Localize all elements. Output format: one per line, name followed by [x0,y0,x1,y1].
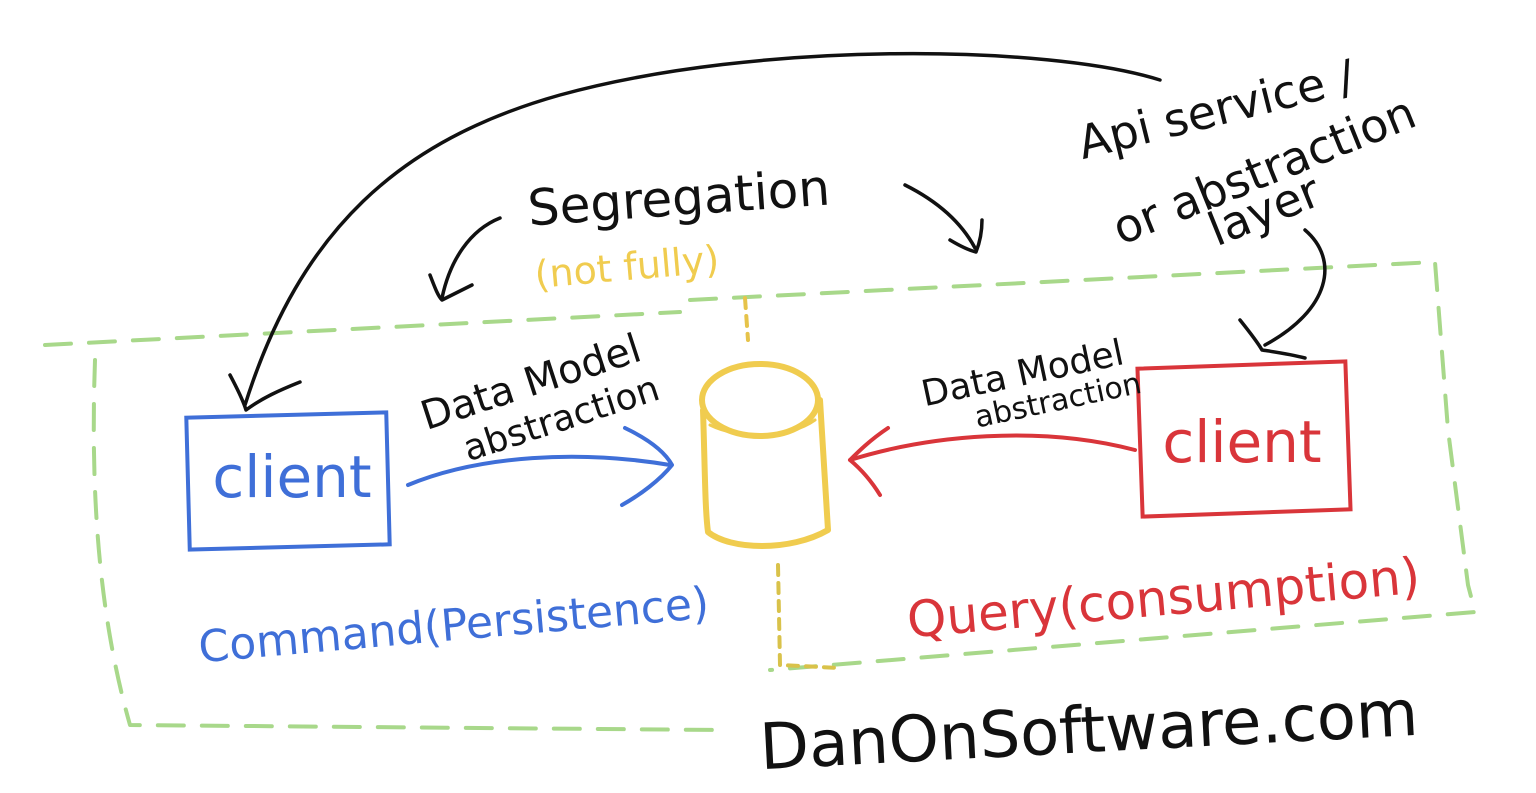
right-client-label: client [1162,408,1321,476]
api-service-label: Api service / or abstraction layer [1072,49,1423,257]
command-label: Command(Persistence) [196,578,711,673]
query-arrow [848,426,1137,497]
segregation-left-arrow [428,216,502,302]
left-data-model-label: Data Model abstraction [415,325,664,470]
right-client-box [1135,359,1353,519]
segregation-divider-bottom [776,563,842,670]
outer-boundary-right [688,260,1477,672]
query-label: Query(consumption) [905,547,1423,650]
api-to-query-arrow [1238,228,1327,360]
api-to-command-arrow [228,51,1162,412]
segregation-label: Segregation [526,159,832,238]
left-client-box [184,410,392,552]
command-arrow [406,426,674,507]
right-data-model-label: Data Model abstraction [918,332,1145,435]
left-client-label: client [212,443,371,511]
watermark-label: DanOnSoftware.com [758,677,1420,785]
outer-boundary-left [43,310,722,732]
database-icon [699,361,831,549]
segregation-right-arrow [903,183,984,254]
segregation-divider-top [743,296,750,342]
not-fully-label: (not fully) [533,237,721,297]
